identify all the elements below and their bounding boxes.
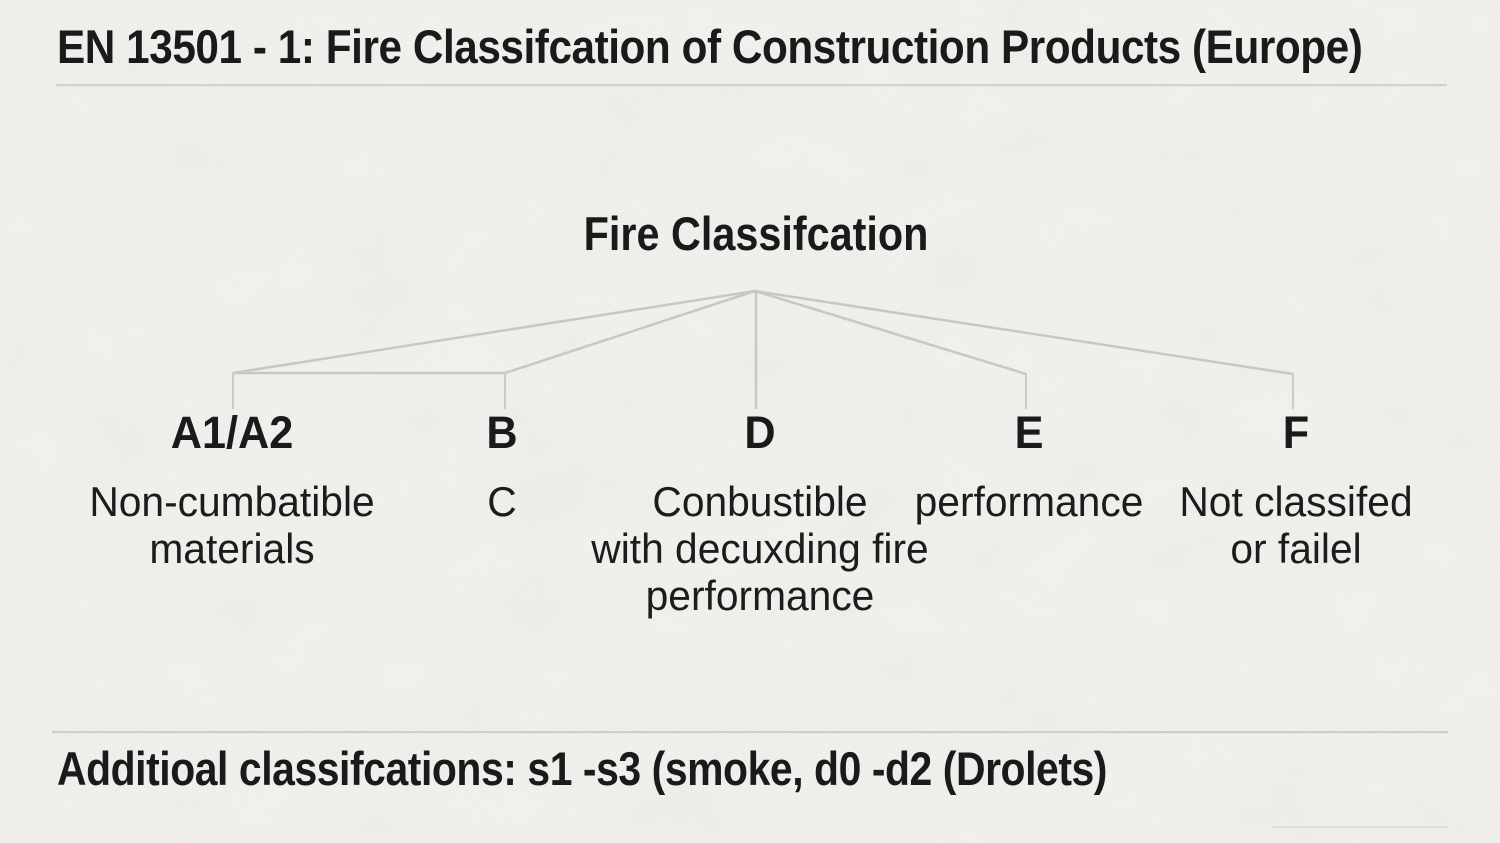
tree-root-label: Fire Classifcation [583, 207, 929, 260]
desc-line: or failel [1230, 525, 1362, 572]
footer-divider [52, 731, 1448, 733]
desc-line: performance [914, 478, 1144, 525]
branch-line-b [504, 289, 756, 375]
branch-label-d: D [744, 407, 776, 458]
title-divider [56, 84, 1447, 86]
footer-note: Additioal classifcations: s1 -s3 (smoke,… [57, 742, 1107, 795]
branch-line-f [754, 289, 1294, 376]
desc-line: Conbustible [652, 478, 868, 525]
desc-line: with decuxding fire [591, 525, 929, 572]
desc-line: Non-cumbatible [89, 478, 375, 525]
branch-a1a2: A1/A2 Non-cumbatible materials [85, 407, 379, 573]
branch-label-f: F [1282, 407, 1310, 458]
branch-d: D Conbustible with decuxding fire perfor… [586, 407, 934, 620]
desc-line: C [487, 478, 517, 525]
branch-f: F Not classifed or failel [1176, 407, 1416, 573]
desc-line: Not classifed [1179, 478, 1413, 525]
branch-desc-e: performance [915, 478, 1144, 525]
branch-label-a1a2: A1/A2 [170, 407, 294, 458]
branch-desc-d: Conbustible with decuxding fire performa… [591, 478, 928, 619]
branch-e: E performance [911, 407, 1147, 526]
branch-desc-a1a2: Non-cumbatible materials [89, 478, 374, 572]
desc-line: performance [645, 572, 875, 619]
branch-b: B C [486, 407, 519, 526]
branch-label-b: B [486, 407, 518, 458]
branch-desc-f: Not classifed or failel [1179, 478, 1412, 572]
branch-label-e: E [1014, 407, 1044, 458]
branch-line-a1a2 [232, 289, 756, 375]
branch-desc-b: C [486, 478, 518, 525]
branch-line-e [754, 289, 1027, 376]
desc-line: materials [149, 525, 315, 572]
bottom-right-faint-line [1272, 826, 1448, 828]
page-title: EN 13501 - 1: Fire Classifcation of Cons… [57, 20, 1363, 73]
